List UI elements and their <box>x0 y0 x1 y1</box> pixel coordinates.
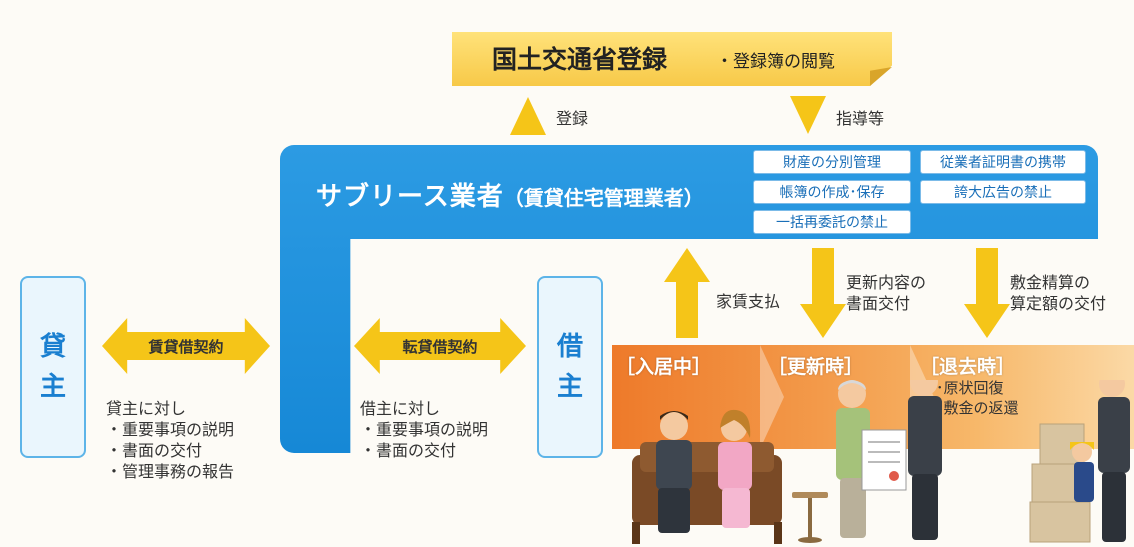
sublease-title-main: サブリース業者 <box>316 182 504 212</box>
duty-pill: 従業者証明書の携帯 <box>920 150 1086 174</box>
sofa-couple-illustration <box>632 409 782 544</box>
tenant-note: 借主に対し ・重要事項の説明 ・書面の交付 <box>360 399 489 460</box>
sublease-title-paren: （賃貸住宅管理業者） <box>503 186 704 210</box>
guidance-down-arrow <box>790 96 826 134</box>
tenant-box: 借 主 <box>537 276 603 458</box>
lessor-note: 貸主に対し ・重要事項の説明 ・書面の交付 ・管理事務の報告 <box>106 399 235 481</box>
sublease-contract-arrow: 転貸借契約 <box>354 318 526 374</box>
sublease-contract-label: 転貸借契約 <box>402 337 478 356</box>
rent-up-arrow <box>664 248 710 338</box>
deposit-down-arrow <box>964 248 1010 338</box>
moving-boxes-illustration <box>1029 380 1130 543</box>
lease-contract-arrow: 賃貸借契約 <box>102 318 270 374</box>
stage-moveout: ［退去時］ <box>920 356 1016 378</box>
mlit-banner <box>452 32 892 86</box>
banner-subtitle: ・登録簿の閲覧 <box>716 52 835 72</box>
lessor-char: 貸 <box>39 332 66 362</box>
rent-label: 家賃支払 <box>716 292 781 311</box>
renewal-people-illustration <box>836 380 942 540</box>
tenant-char: 主 <box>556 372 583 402</box>
moveout-items: ･原状回復 ･敷金の返還 <box>936 379 1019 417</box>
lessor-char: 主 <box>39 372 66 402</box>
stage-residing: ［入居中］ <box>616 356 712 378</box>
duty-pill: 一括再委託の禁止 <box>753 210 911 234</box>
side-table-illustration <box>792 492 828 543</box>
lease-contract-label: 賃貸借契約 <box>148 337 224 356</box>
duty-pill: 財産の分別管理 <box>753 150 911 174</box>
guidance-label: 指導等 <box>836 109 885 128</box>
tenant-char: 借 <box>556 332 583 362</box>
sublease-operator-title: サブリース業者（賃貸住宅管理業者） <box>316 176 704 213</box>
banner-title: 国土交通省登録 <box>492 45 668 74</box>
stage-renewal: ［更新時］ <box>768 356 864 378</box>
register-label: 登録 <box>556 109 589 128</box>
duty-pill: 帳簿の作成･保存 <box>753 180 911 204</box>
people-illustration <box>632 380 1130 544</box>
duty-pill: 誇大広告の禁止 <box>920 180 1086 204</box>
register-up-arrow <box>510 97 546 135</box>
renewal-doc-label: 更新内容の 書面交付 <box>846 273 927 313</box>
lessor-box: 貸 主 <box>20 276 86 458</box>
renewal-down-arrow <box>800 248 846 338</box>
deposit-label: 敷金精算の 算定額の交付 <box>1010 273 1107 313</box>
